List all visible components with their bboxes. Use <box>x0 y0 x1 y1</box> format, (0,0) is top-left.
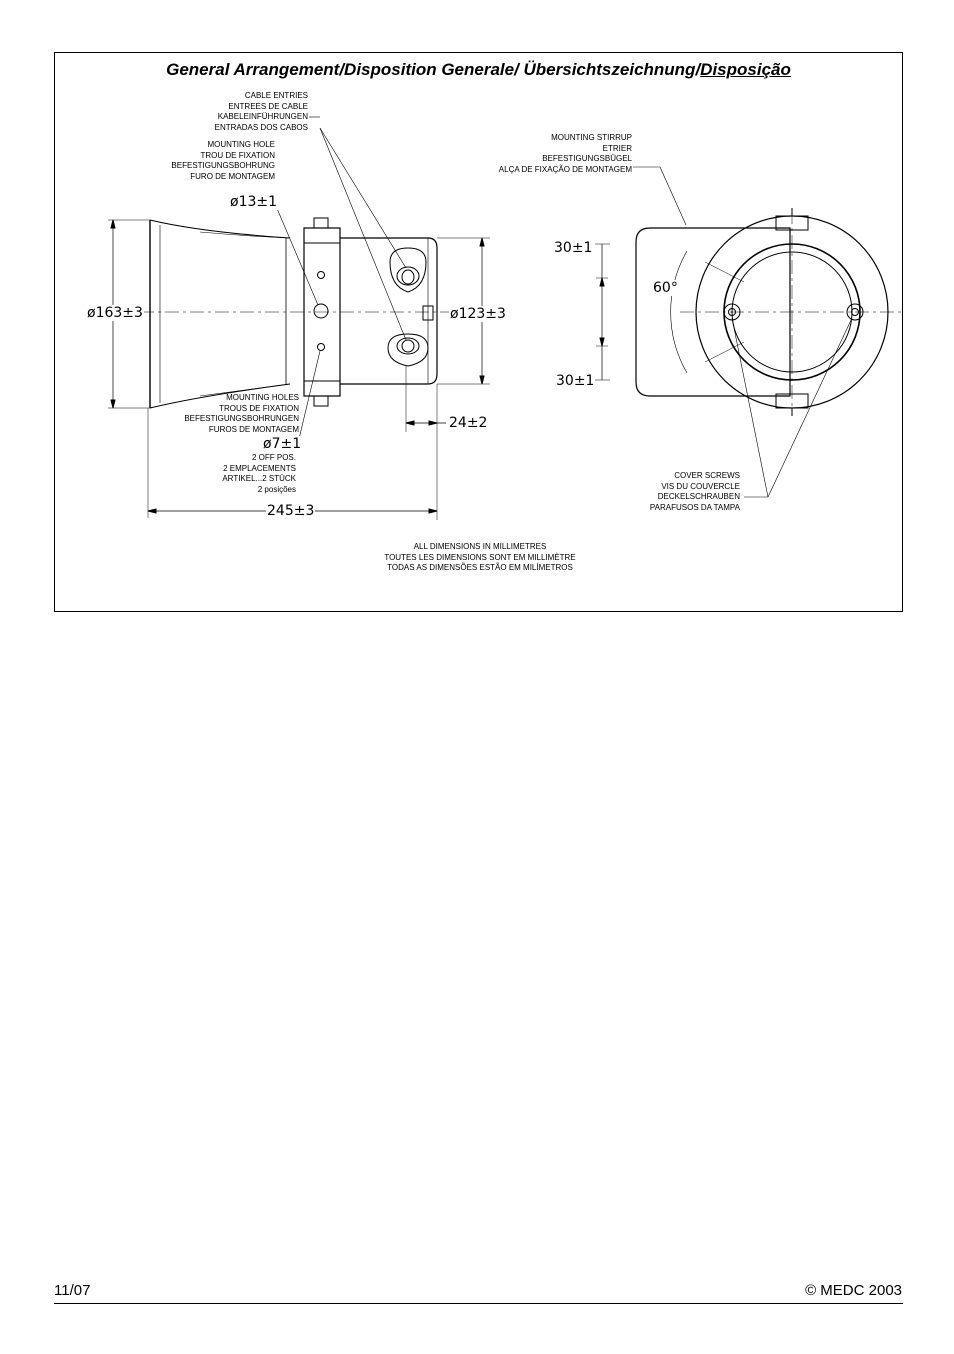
footer-date: 11/07 <box>54 1282 91 1299</box>
dim-24: 24±2 <box>448 415 489 431</box>
title-underlined-text: Disposição <box>700 60 791 79</box>
dim-angle-60: 60° <box>652 280 679 296</box>
cable-entries-label: CABLE ENTRIES ENTREES DE CABLE KABELEINF… <box>214 91 308 132</box>
positions-label: 2 OFF POS. 2 EMPLACEMENTS ARTIKEL...2 ST… <box>222 453 296 494</box>
title-text: General Arrangement/Disposition Generale… <box>166 60 701 79</box>
footer-rule <box>54 1303 903 1304</box>
dimensions-note: ALL DIMENSIONS IN MILLIMETRES TOUTES LES… <box>384 542 576 572</box>
dim-top-30: 30±1 <box>553 240 594 256</box>
mounting-hole-label: MOUNTING HOLE TROU DE FIXATION BEFESTIGU… <box>171 140 275 181</box>
drawing-frame <box>54 52 903 612</box>
dim-d7: ø7±1 <box>262 436 303 452</box>
cover-screws-label: COVER SCREWS VIS DU COUVERCLE DECKELSCHR… <box>649 471 740 512</box>
dim-d163: ø163±3 <box>86 305 144 321</box>
dim-d13: ø13±1 <box>229 194 279 210</box>
dim-245: 245±3 <box>266 503 316 519</box>
mounting-holes-label: MOUNTING HOLES TROUS DE FIXATION BEFESTI… <box>184 393 299 434</box>
mounting-stirrup-label: MOUNTING STIRRUP ETRIER BEFESTIGUNGSBÜGE… <box>498 133 632 174</box>
drawing-title: General Arrangement/Disposition Generale… <box>54 60 903 80</box>
dim-d123: ø123±3 <box>449 306 507 322</box>
footer-copyright: © MEDC 2003 <box>805 1282 902 1299</box>
front-view <box>595 166 905 498</box>
dim-bottom-30: 30±1 <box>555 373 596 389</box>
